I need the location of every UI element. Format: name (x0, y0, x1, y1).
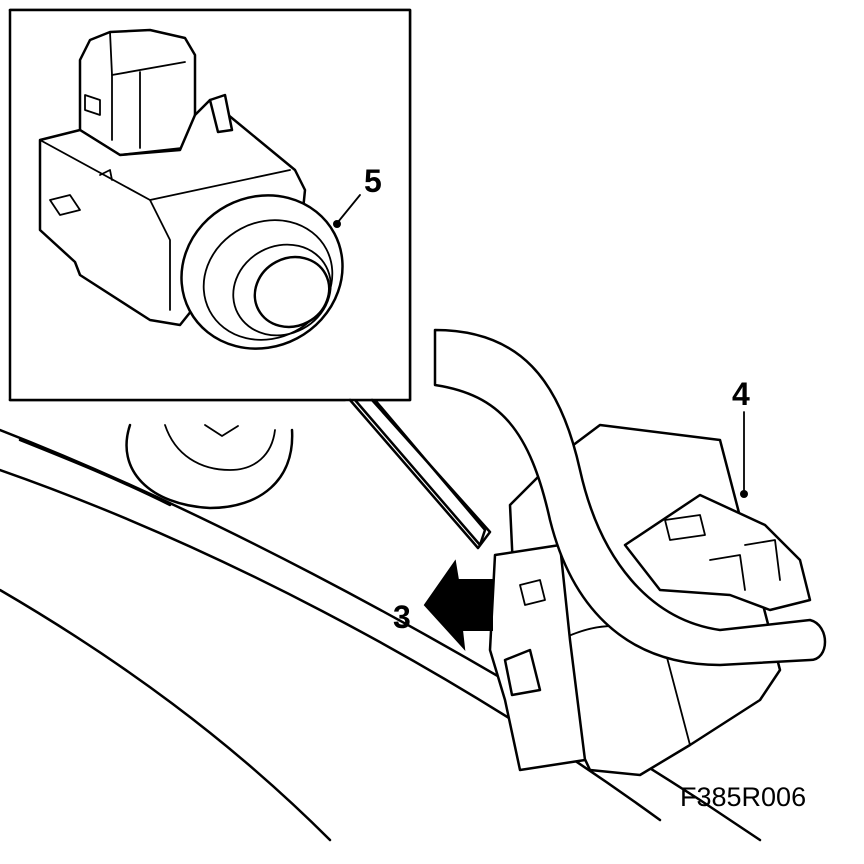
callout-5: 5 (364, 163, 382, 199)
parking-sensor-detail (38, 28, 361, 350)
figure-code: F385R006 (680, 782, 806, 812)
bumper-sensor-hole (125, 423, 294, 510)
callout-3: 3 (393, 599, 411, 635)
installed-sensor-assembly (433, 328, 827, 777)
callout-4: 4 (732, 376, 750, 412)
removal-direction-arrow (423, 559, 493, 651)
